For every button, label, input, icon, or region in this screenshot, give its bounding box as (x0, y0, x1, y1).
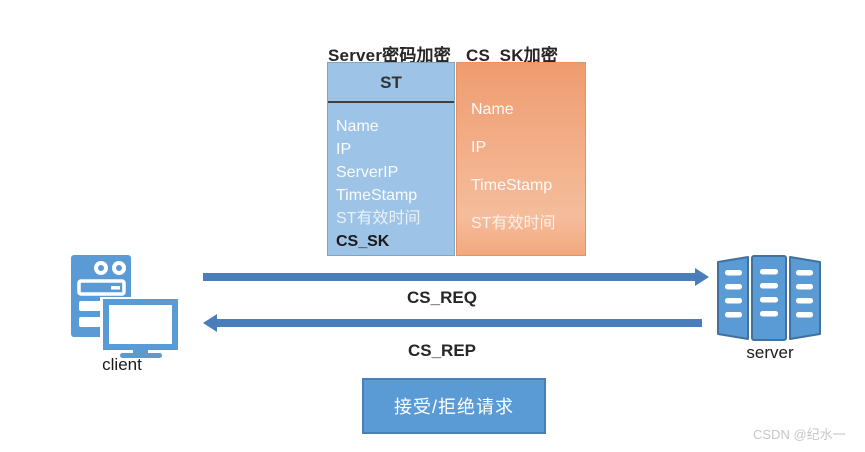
st-ticket-box: ST Name IP ServerIP TimeStamp ST有效时间 CS_… (327, 62, 455, 256)
cs-rep-arrow-line (216, 319, 702, 327)
cs-sk-encryption-label: CS_SK加密 (466, 46, 559, 65)
server-password-encryption-label: Server密码加密 (328, 46, 451, 65)
st-field-name: Name (336, 118, 379, 135)
server-icon (717, 255, 821, 341)
accept-reject-box: 接受/拒绝请求 (362, 378, 546, 434)
cs-req-arrow-line (203, 273, 696, 281)
server-label: server (746, 343, 794, 362)
cs-req-label: CS_REQ (407, 288, 477, 307)
cs-sk-box: Name IP TimeStamp ST有效时间 (456, 62, 586, 256)
st-field-cs-sk: CS_SK (336, 233, 390, 250)
cs-rep-label: CS_REP (407, 341, 477, 360)
client-icon (71, 255, 180, 358)
st-field-ip: IP (336, 141, 352, 158)
st-field-serverip: ServerIP (336, 164, 399, 181)
st-box-title: ST (328, 63, 454, 103)
sk-field-timestamp: TimeStamp (471, 177, 553, 194)
client-label: client (102, 355, 142, 374)
watermark: CSDN @纪水一 (753, 427, 846, 442)
cs-req-arrowhead-icon (695, 268, 709, 286)
st-field-validity: ST有效时间 (336, 210, 421, 227)
sk-field-name: Name (471, 101, 514, 118)
st-box-fields: Name IP ServerIP TimeStamp ST有效时间 CS_SK (328, 103, 454, 253)
sk-field-validity: ST有效时间 (471, 215, 556, 232)
cs-rep-arrowhead-icon (203, 314, 217, 332)
st-field-timestamp: TimeStamp (336, 187, 418, 204)
sk-field-ip: IP (471, 139, 487, 156)
cs-sk-box-fields: Name IP TimeStamp ST有效时间 (457, 63, 585, 243)
accept-reject-label: 接受/拒绝请求 (393, 397, 514, 417)
